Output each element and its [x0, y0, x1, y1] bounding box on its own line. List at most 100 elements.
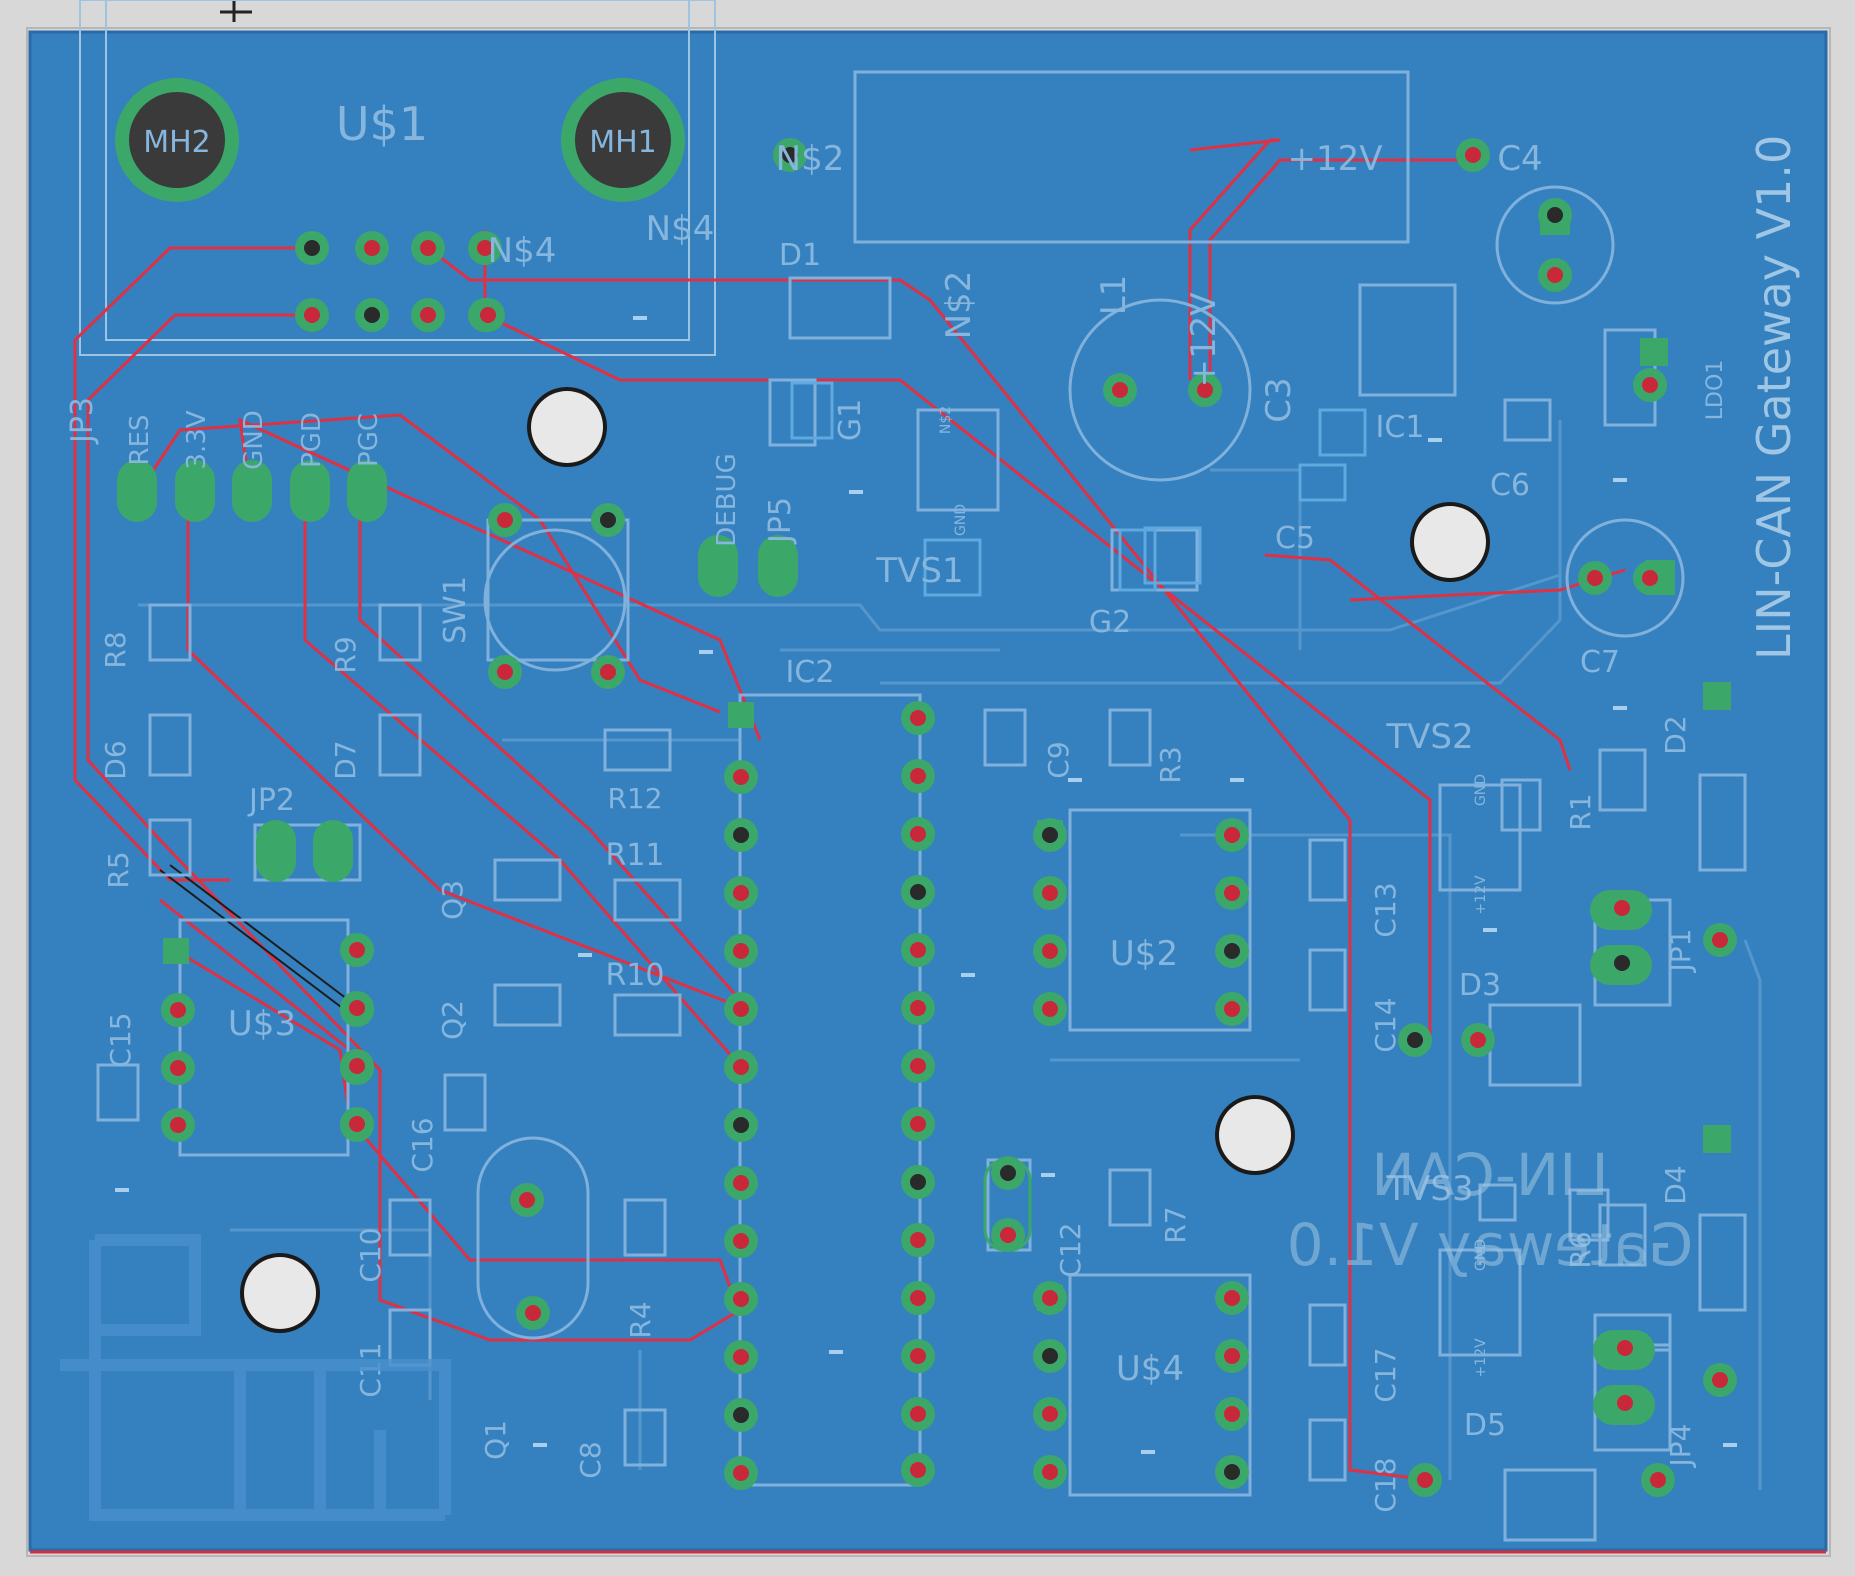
pad: [1215, 818, 1249, 852]
silk-label-q2: Q2: [436, 1000, 469, 1040]
pad: [724, 760, 758, 794]
board-outline: [26, 27, 1831, 1557]
pad: [1033, 1281, 1067, 1315]
silk-label-d5: D5: [1464, 1408, 1506, 1443]
pad: [1215, 876, 1249, 910]
silk-label-hdr-gnd: GND: [239, 410, 269, 470]
silk-label-c3: C3: [1259, 377, 1299, 422]
pad: [1033, 992, 1067, 1026]
mask-mark: [115, 1188, 129, 1192]
pad: [1605, 891, 1639, 925]
pad: [901, 817, 935, 851]
pad: [340, 991, 374, 1025]
pad: [1033, 1455, 1067, 1489]
silk-label-r3: R3: [1154, 746, 1187, 783]
silk-label-d7: D7: [329, 740, 362, 779]
mh-plated-holes: [115, 78, 685, 202]
electrolytic-outlines: [483, 185, 1685, 672]
pad: [1538, 258, 1572, 292]
silk-label-jp1: JP1: [1664, 929, 1697, 974]
silk-label-c5: C5: [1275, 521, 1315, 556]
pad: [901, 1339, 935, 1373]
pad: [1641, 1463, 1675, 1497]
silk-label-r9: R9: [329, 636, 362, 673]
pad: [161, 1108, 195, 1142]
silk-label-mh2: MH2: [143, 125, 211, 160]
mask-mark: [1483, 928, 1497, 932]
mask-mark: [578, 953, 592, 957]
pad: [591, 655, 625, 689]
silk-label-ldo1: LDO1: [1703, 360, 1728, 421]
silk-label-r10: R10: [605, 958, 664, 993]
pad: [724, 1398, 758, 1432]
diag-trace: [159, 864, 356, 1011]
silk-label-g2: G2: [1089, 605, 1131, 640]
silk-label-hdr-pgd: PGD: [297, 412, 327, 468]
pad: [724, 1050, 758, 1084]
pad: [901, 875, 935, 909]
pad: [901, 1165, 935, 1199]
silk-label-d2: D2: [1659, 715, 1692, 754]
pad: [1215, 1339, 1249, 1373]
silk-label-n4: N$4: [488, 231, 557, 271]
pad: [1188, 373, 1222, 407]
mounting-holes: [240, 387, 1490, 1333]
silk-label-c8: C8: [574, 1441, 607, 1478]
mask-mark: [699, 650, 713, 654]
silk-label-d4: D4: [1659, 1165, 1692, 1204]
silk-label-jp5: JP5: [763, 497, 798, 545]
silk-label-n2: N$2: [939, 271, 979, 340]
pad: [1578, 561, 1612, 595]
pad: [991, 1156, 1025, 1190]
silk-label-tvs-gnd: GND: [1473, 774, 1489, 806]
pad: [355, 231, 389, 265]
mask-mark: [1613, 478, 1627, 482]
silk-label-hdr-pgc: PGC: [354, 413, 384, 467]
silk-label-r5: R5: [102, 851, 135, 888]
silk-label-c14: C14: [1369, 997, 1402, 1052]
pad: [1703, 923, 1737, 957]
pad: [295, 298, 329, 332]
pad: [724, 1282, 758, 1316]
smd-pads: [790, 381, 1367, 597]
pad: [1461, 1023, 1495, 1057]
silk-label-jp3: JP3: [65, 397, 100, 445]
pad: [295, 231, 329, 265]
silk-label-r8: R8: [99, 631, 132, 668]
silk-label-p12v: +12V: [1287, 139, 1382, 179]
silk-label-tvs1: TVS1: [875, 551, 963, 591]
silk-label-tvs-12v: +12V: [1473, 1338, 1489, 1378]
pad: [340, 1107, 374, 1141]
silk-label-d6: D6: [99, 740, 132, 779]
pad: [991, 1218, 1025, 1252]
pad: [1033, 1397, 1067, 1431]
silk-label-r1: R1: [1564, 793, 1597, 830]
pad: [340, 933, 374, 967]
silk-label-d3: D3: [1459, 968, 1501, 1003]
silk-label-tvs3: TVS3: [1385, 1169, 1473, 1209]
pad: [1605, 946, 1639, 980]
origin-crosshair: [220, 0, 252, 22]
bottom-logo-line2: Gateway V1.0: [1287, 1211, 1694, 1279]
oval-pads: [117, 460, 1655, 1425]
mask-mark: [1230, 778, 1244, 782]
pad: [1215, 1281, 1249, 1315]
silk-label-tvs-gnd: GND: [1473, 1239, 1489, 1271]
through-hole-pads: [115, 138, 1737, 1497]
silk-label-c13: C13: [1369, 882, 1402, 937]
pad: [901, 701, 935, 735]
silk-label-g1: G1: [833, 399, 868, 441]
silk-label-c7: C7: [1580, 645, 1620, 680]
silk-label-r12: R12: [607, 782, 662, 815]
pad: [1103, 373, 1137, 407]
silk-label-r11: R11: [605, 838, 664, 873]
pad: [901, 759, 935, 793]
silk-label-mh1: MH1: [589, 125, 657, 160]
silk-label-c18: C18: [1369, 1457, 1402, 1512]
pad: [724, 934, 758, 968]
silk-label-tvs2: TVS2: [1385, 717, 1473, 757]
silk-label-p12v-rot: +12V: [1184, 292, 1224, 387]
pad: [1215, 1397, 1249, 1431]
